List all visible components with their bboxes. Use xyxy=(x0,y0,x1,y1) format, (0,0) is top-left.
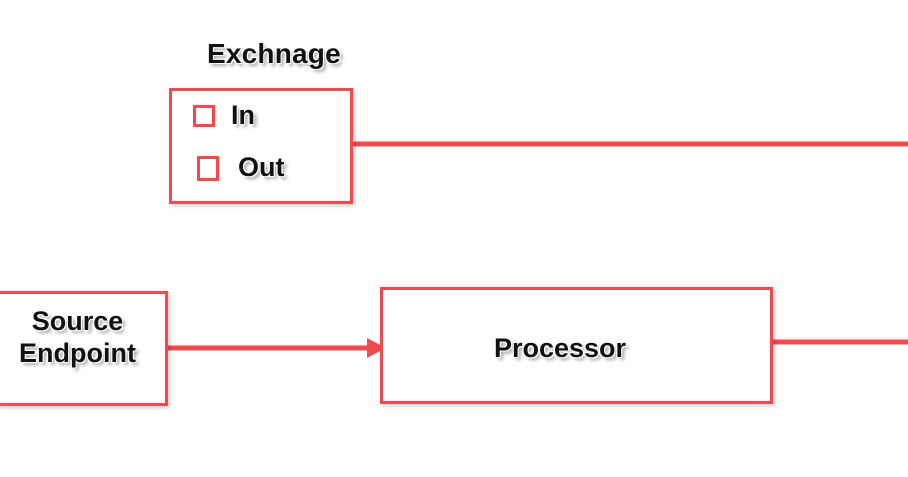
exchange-title: Exchnage xyxy=(207,38,341,69)
processor-label: Processor xyxy=(493,333,627,363)
out-checkbox[interactable] xyxy=(197,156,219,181)
source-label-line1: Source xyxy=(31,306,124,336)
source-label-line2: Endpoint xyxy=(19,338,136,368)
arrow-head-icon xyxy=(367,338,386,358)
source-endpoint-box xyxy=(0,291,168,406)
out-label: Out xyxy=(238,152,285,182)
in-checkbox[interactable] xyxy=(193,105,215,127)
in-label: In xyxy=(231,100,255,130)
source-endpoint-label: Source Endpoint xyxy=(0,305,155,369)
processor-box xyxy=(380,287,773,404)
